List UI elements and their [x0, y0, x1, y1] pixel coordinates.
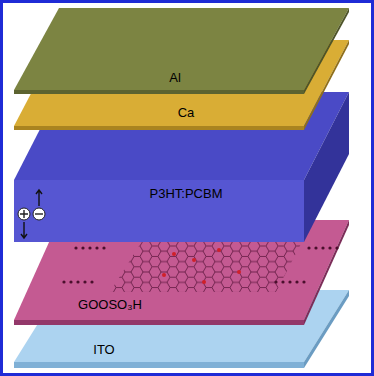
graphene-lattice	[104, 234, 314, 296]
edge-dot	[335, 246, 338, 249]
layer-top-face	[14, 220, 349, 320]
layer-front-face	[14, 320, 304, 325]
edge-dot	[62, 280, 65, 283]
edge-dot	[328, 246, 331, 249]
layer-top-face	[14, 290, 349, 362]
layer-side-face	[304, 290, 349, 368]
layer-top-face	[14, 92, 349, 180]
sulfonic-group	[217, 248, 221, 252]
layer-shape	[14, 8, 350, 94]
edge-dot	[302, 280, 305, 283]
layer-label: Al	[169, 71, 181, 85]
edge-dot	[76, 280, 79, 283]
layer-side-face	[304, 92, 349, 242]
minus-sign	[35, 213, 43, 214]
edge-dot	[102, 246, 105, 249]
layer-top-face	[14, 8, 349, 90]
edge-dot	[321, 246, 324, 249]
layer-top-face	[14, 40, 349, 126]
edge-dot	[281, 280, 284, 283]
edge-dot	[69, 280, 72, 283]
sulfonic-group	[237, 270, 241, 274]
edge-dot	[88, 246, 91, 249]
edge-dot	[295, 280, 298, 283]
edge-dot	[90, 280, 93, 283]
layer-label: Ca	[178, 106, 195, 120]
layer-front-face	[14, 180, 304, 242]
layer-front-face	[14, 90, 304, 94]
layer-label: GOOSO₃H	[78, 298, 142, 312]
layer-label: P3HT:PCBM	[150, 187, 223, 201]
plus-sign	[20, 210, 28, 218]
edge-dot	[74, 246, 77, 249]
edge-dot	[288, 280, 291, 283]
sulfonic-group	[172, 252, 176, 256]
sulfonic-group	[202, 280, 206, 284]
edge-dot	[95, 246, 98, 249]
edge-dot	[274, 280, 277, 283]
layer-label: ITO	[93, 343, 114, 357]
edge-dot	[314, 246, 317, 249]
sulfonic-group	[192, 258, 196, 262]
electron-symbol	[33, 208, 45, 220]
edge-dot	[83, 280, 86, 283]
hole-symbol	[18, 208, 30, 220]
aluminium-layer: Al	[14, 8, 350, 94]
hole-arrow	[21, 222, 27, 238]
layer-front-face	[14, 362, 304, 368]
charge-carriers	[18, 190, 45, 238]
sulfonic-group	[162, 273, 166, 277]
electron-arrow	[36, 190, 42, 206]
edge-dot	[307, 246, 310, 249]
layer-front-face	[14, 126, 304, 130]
edge-dot	[81, 246, 84, 249]
